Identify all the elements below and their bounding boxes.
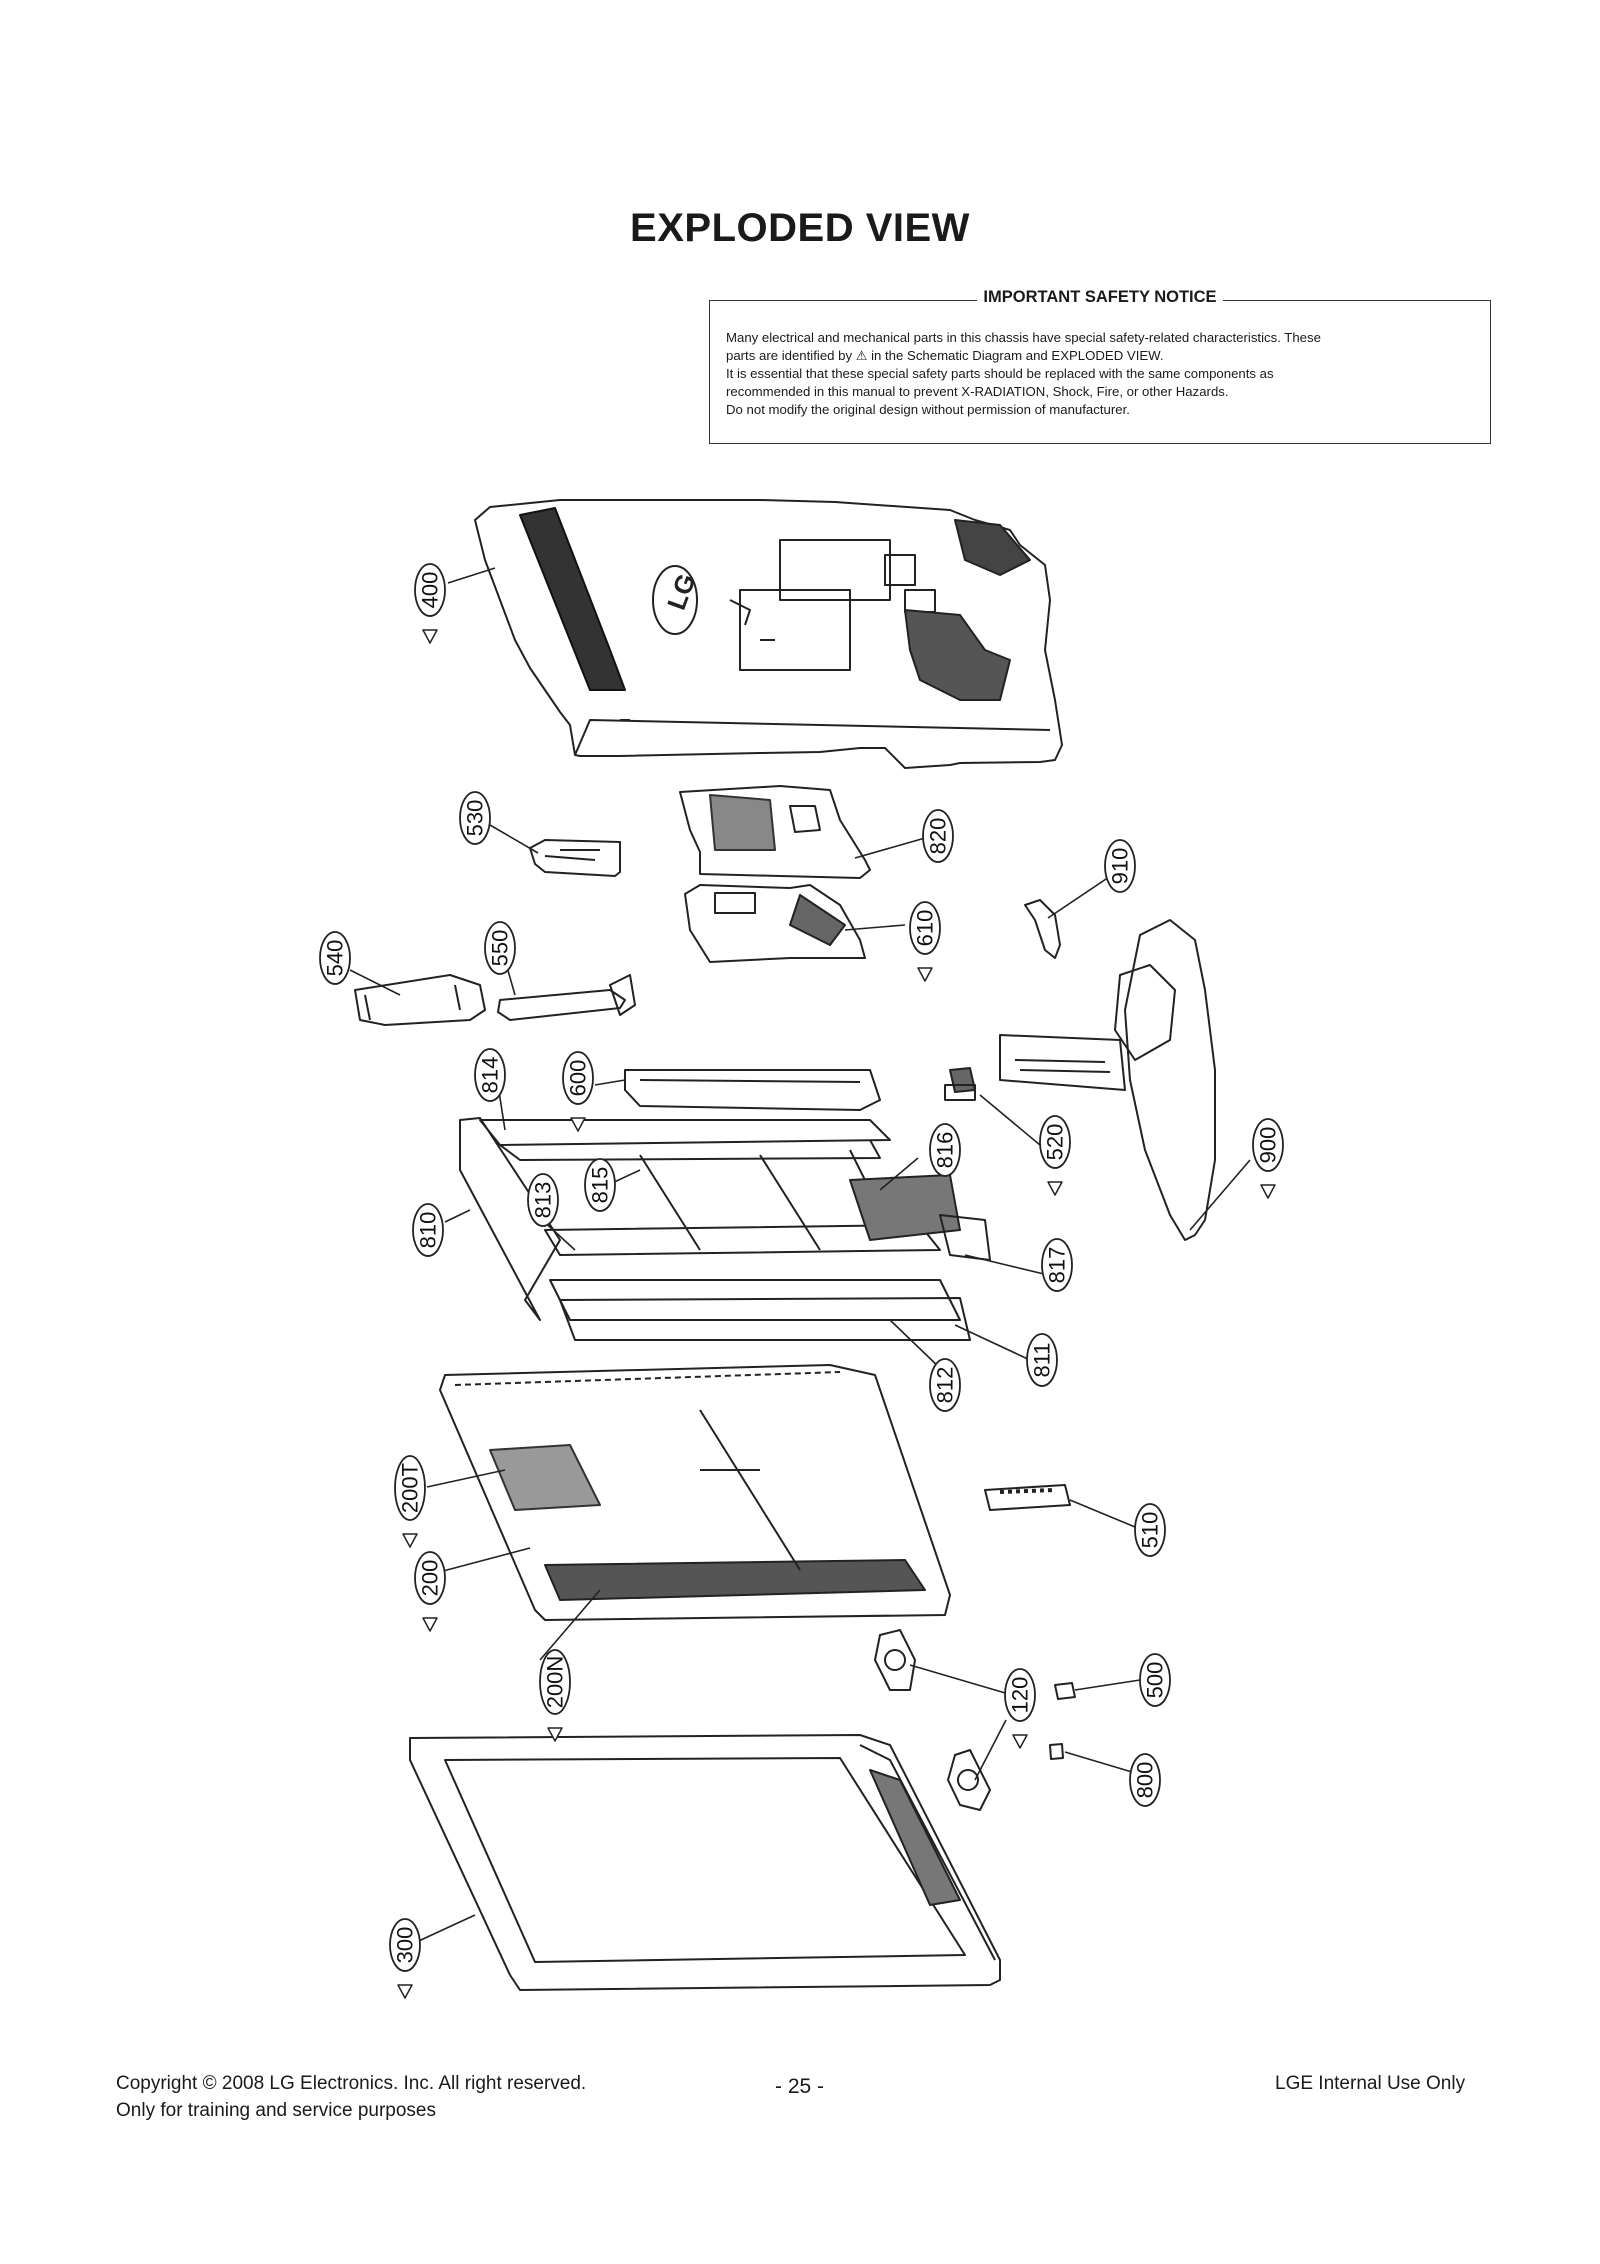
callout-number: 910 bbox=[1108, 848, 1133, 885]
part-810-frame bbox=[459, 1117, 991, 1341]
callout-number: 200 bbox=[418, 1560, 443, 1597]
safety-triangle-icon bbox=[570, 1117, 586, 1132]
callout-number: 800 bbox=[1133, 1762, 1158, 1799]
part-540-bracket bbox=[354, 974, 486, 1026]
callout-number: 900 bbox=[1256, 1127, 1281, 1164]
callout-number: 812 bbox=[933, 1367, 958, 1404]
footer-copyright: Copyright © 2008 LG Electronics. Inc. Al… bbox=[116, 2073, 587, 2094]
callout-550: 550 bbox=[484, 921, 516, 975]
callout-number: 610 bbox=[913, 910, 938, 947]
callout-number: 817 bbox=[1045, 1247, 1070, 1284]
callout-number: 300 bbox=[393, 1927, 418, 1964]
part-120-speakers bbox=[874, 1629, 991, 1811]
notice-line: parts are identified by ⚠ in the Schemat… bbox=[726, 347, 1476, 365]
part-520-jack bbox=[944, 1067, 976, 1101]
safety-triangle-icon bbox=[547, 1727, 563, 1742]
callout-610: 610 bbox=[909, 901, 941, 982]
part-200-panel bbox=[439, 1364, 951, 1621]
safety-notice-text: Many electrical and mechanical parts in … bbox=[726, 329, 1476, 419]
notice-line: Do not modify the original design withou… bbox=[726, 402, 1130, 417]
safety-triangle-icon bbox=[1012, 1734, 1028, 1749]
part-back-cover: LG bbox=[474, 499, 1063, 769]
footer-internal-use: LGE Internal Use Only bbox=[1275, 2073, 1466, 2094]
callout-number: 813 bbox=[531, 1182, 556, 1219]
callout-number: 814 bbox=[478, 1057, 503, 1094]
page-number: - 25 - bbox=[775, 2075, 825, 2098]
part-900-stand bbox=[999, 919, 1216, 1241]
safety-notice-box: IMPORTANT SAFETY NOTICE Many electrical … bbox=[709, 288, 1491, 444]
notice-line: It is essential that these special safet… bbox=[726, 366, 1274, 381]
callout-600: 600 bbox=[562, 1051, 594, 1132]
warning-triangle-icon: ⚠ bbox=[855, 348, 868, 363]
callout-labels: 400 530 820 910 610 540 550 814 600 816 520 900 810 8… bbox=[319, 563, 1284, 1999]
part-300-front-bezel bbox=[409, 1734, 1001, 1991]
callout-817: 817 bbox=[1041, 1238, 1073, 1292]
callout-500: 500 bbox=[1139, 1653, 1171, 1707]
callout-number: 500 bbox=[1143, 1662, 1168, 1699]
page-title: EXPLODED VIEW bbox=[630, 206, 970, 250]
footer-purpose: Only for training and service purposes bbox=[116, 2100, 436, 2121]
leader-lines bbox=[349, 567, 1251, 1946]
notice-line-part: in the Schematic Diagram and EXPLODED VI… bbox=[871, 348, 1164, 363]
safety-triangle-icon bbox=[397, 1984, 413, 1999]
callout-number: 400 bbox=[418, 572, 443, 609]
callout-812: 812 bbox=[929, 1358, 961, 1412]
callout-815: 815 bbox=[584, 1158, 616, 1212]
callout-820: 820 bbox=[922, 809, 954, 863]
callout-200N: 200N bbox=[539, 1649, 571, 1742]
callout-816: 816 bbox=[929, 1123, 961, 1177]
part-910-cover bbox=[1024, 899, 1061, 959]
callout-number: 120 bbox=[1008, 1677, 1033, 1714]
callout-number: 510 bbox=[1138, 1512, 1163, 1549]
safety-triangle-icon bbox=[917, 967, 933, 982]
notice-line: recommended in this manual to prevent X-… bbox=[726, 384, 1229, 399]
callout-813: 813 bbox=[527, 1173, 559, 1227]
callout-number: 810 bbox=[416, 1212, 441, 1249]
callout-800: 800 bbox=[1129, 1753, 1161, 1807]
callout-300: 300 bbox=[389, 1918, 421, 1999]
safety-triangle-icon bbox=[422, 629, 438, 644]
callout-number: 600 bbox=[566, 1060, 591, 1097]
part-500-small bbox=[1054, 1682, 1076, 1700]
callout-540: 540 bbox=[319, 931, 351, 985]
safety-notice-heading: IMPORTANT SAFETY NOTICE bbox=[977, 288, 1223, 306]
part-820-shield bbox=[679, 785, 871, 879]
safety-triangle-icon bbox=[1047, 1181, 1063, 1196]
callout-number: 815 bbox=[588, 1167, 613, 1204]
part-800-small bbox=[1049, 1743, 1064, 1760]
safety-triangle-icon bbox=[1260, 1184, 1276, 1199]
notice-line: Many electrical and mechanical parts in … bbox=[726, 330, 1321, 345]
callout-200T: 200T bbox=[394, 1455, 426, 1548]
callout-number: 816 bbox=[933, 1132, 958, 1169]
callout-number: 811 bbox=[1030, 1342, 1055, 1377]
callout-814: 814 bbox=[474, 1048, 506, 1102]
callout-900: 900 bbox=[1252, 1118, 1284, 1199]
part-610-main-board bbox=[684, 884, 866, 963]
part-530-board bbox=[529, 839, 621, 877]
lg-logo: LG bbox=[661, 569, 702, 613]
callout-530: 530 bbox=[459, 791, 491, 845]
part-510-keypad bbox=[984, 1484, 1071, 1511]
callout-number: 200T bbox=[398, 1463, 423, 1513]
part-550-board bbox=[497, 974, 636, 1021]
callout-number: 820 bbox=[926, 818, 951, 855]
callout-520: 520 bbox=[1039, 1115, 1071, 1196]
callout-510: 510 bbox=[1134, 1503, 1166, 1557]
notice-line-part: parts are identified by bbox=[726, 348, 853, 363]
callout-number: 530 bbox=[463, 800, 488, 837]
callout-400: 400 bbox=[414, 563, 446, 644]
safety-triangle-icon bbox=[402, 1533, 418, 1548]
callout-810: 810 bbox=[412, 1203, 444, 1257]
callout-120: 120 bbox=[1004, 1668, 1036, 1749]
callout-number: 520 bbox=[1043, 1124, 1068, 1161]
callout-910: 910 bbox=[1104, 839, 1136, 893]
callout-811: 811 bbox=[1026, 1333, 1058, 1387]
callout-number: 550 bbox=[488, 930, 513, 967]
callout-200: 200 bbox=[414, 1551, 446, 1632]
safety-triangle-icon bbox=[422, 1617, 438, 1632]
part-600-power-board bbox=[624, 1069, 881, 1111]
callout-number: 540 bbox=[323, 940, 348, 977]
callout-number: 200N bbox=[543, 1656, 568, 1709]
